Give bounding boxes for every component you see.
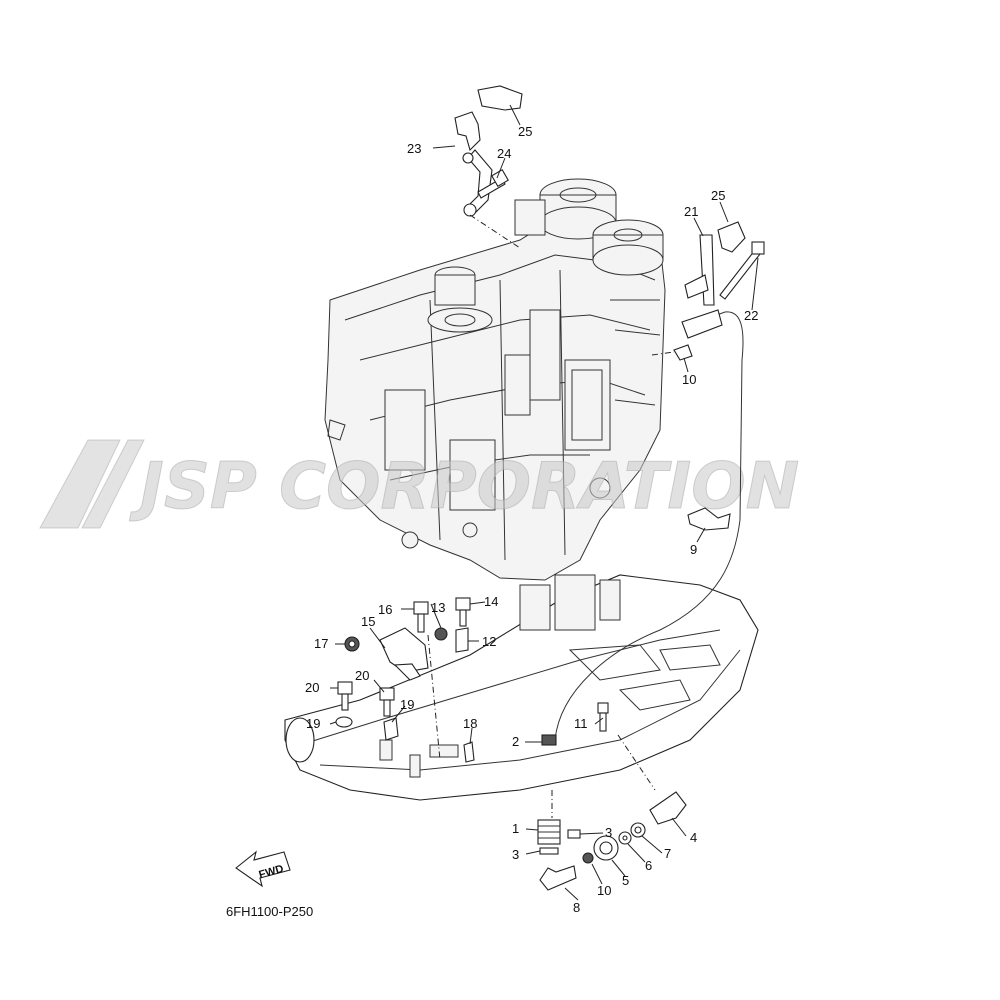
callout-23: 23 [407, 141, 421, 156]
callout-3: 3 [512, 847, 519, 862]
part-15-clamp [379, 627, 429, 681]
callout-19: 19 [400, 697, 414, 712]
callout-21: 21 [684, 204, 698, 219]
callout-5: 5 [622, 873, 629, 888]
fwd-arrow-icon: FWD [235, 850, 291, 888]
callout-2: 2 [512, 734, 519, 749]
part-12-grommet [455, 627, 469, 653]
part-4-cap [649, 791, 687, 825]
part-17-nut [344, 636, 360, 652]
callout-19: 19 [306, 716, 320, 731]
part-7-washer [630, 822, 646, 838]
callout-25: 25 [518, 124, 532, 139]
callout-12: 12 [482, 634, 496, 649]
part-21-bracket [684, 234, 715, 306]
leader-lines [329, 104, 759, 901]
part-10-nut-lower [582, 852, 594, 864]
bottom-cowling [284, 574, 759, 801]
callout-17: 17 [314, 636, 328, 651]
part-2-nut [541, 734, 557, 746]
watermark-text: JSP CORPORATION [129, 450, 799, 524]
callout-20: 20 [305, 680, 319, 695]
callout-labels: 25 23 24 25 21 22 10 9 16 13 14 17 15 12… [305, 124, 758, 915]
diagram-code: 6FH1100-P250 [226, 904, 313, 919]
part-11-bolt [597, 702, 609, 732]
callout-7: 7 [664, 846, 671, 861]
callout-4: 4 [690, 830, 697, 845]
callout-15: 15 [361, 614, 375, 629]
part-19-grommet-b [383, 717, 399, 741]
part-22-bolt [719, 241, 765, 300]
callout-8: 8 [573, 900, 580, 915]
part-3-clip-a [567, 829, 581, 839]
callout-10: 10 [682, 372, 696, 387]
callout-14: 14 [484, 594, 498, 609]
callout-10: 10 [597, 883, 611, 898]
callout-20: 20 [355, 668, 369, 683]
callout-6: 6 [645, 858, 652, 873]
callout-24: 24 [497, 146, 511, 161]
part-1-grommet [537, 819, 561, 845]
part-23-bracket [454, 111, 493, 217]
callout-16: 16 [378, 602, 392, 617]
part-5-gear [593, 835, 619, 861]
callout-18: 18 [463, 716, 477, 731]
part-16-bolt [413, 601, 429, 633]
part-9-clamp [687, 507, 731, 531]
engine-block [324, 178, 666, 581]
part-24-bolt [477, 169, 509, 199]
part-14-bolt [455, 597, 471, 627]
callout-3: 3 [605, 825, 612, 840]
part-18-clip [463, 741, 475, 763]
part-8-hose [539, 865, 577, 891]
hose [554, 309, 744, 741]
callout-1: 1 [512, 821, 519, 836]
part-3-clip-b [539, 847, 559, 855]
part-13-nut [434, 627, 448, 641]
callout-13: 13 [431, 600, 445, 615]
callout-9: 9 [690, 542, 697, 557]
part-19-grommet-a [335, 716, 353, 728]
callout-22: 22 [744, 308, 758, 323]
part-25-upper-cap [477, 85, 523, 111]
part-6-washer [618, 831, 632, 845]
watermark: JSP CORPORATION [39, 439, 800, 529]
callout-11: 11 [574, 716, 588, 731]
callout-25: 25 [711, 188, 725, 203]
part-10-clip-upper [673, 344, 693, 361]
part-25-cap [717, 221, 746, 253]
